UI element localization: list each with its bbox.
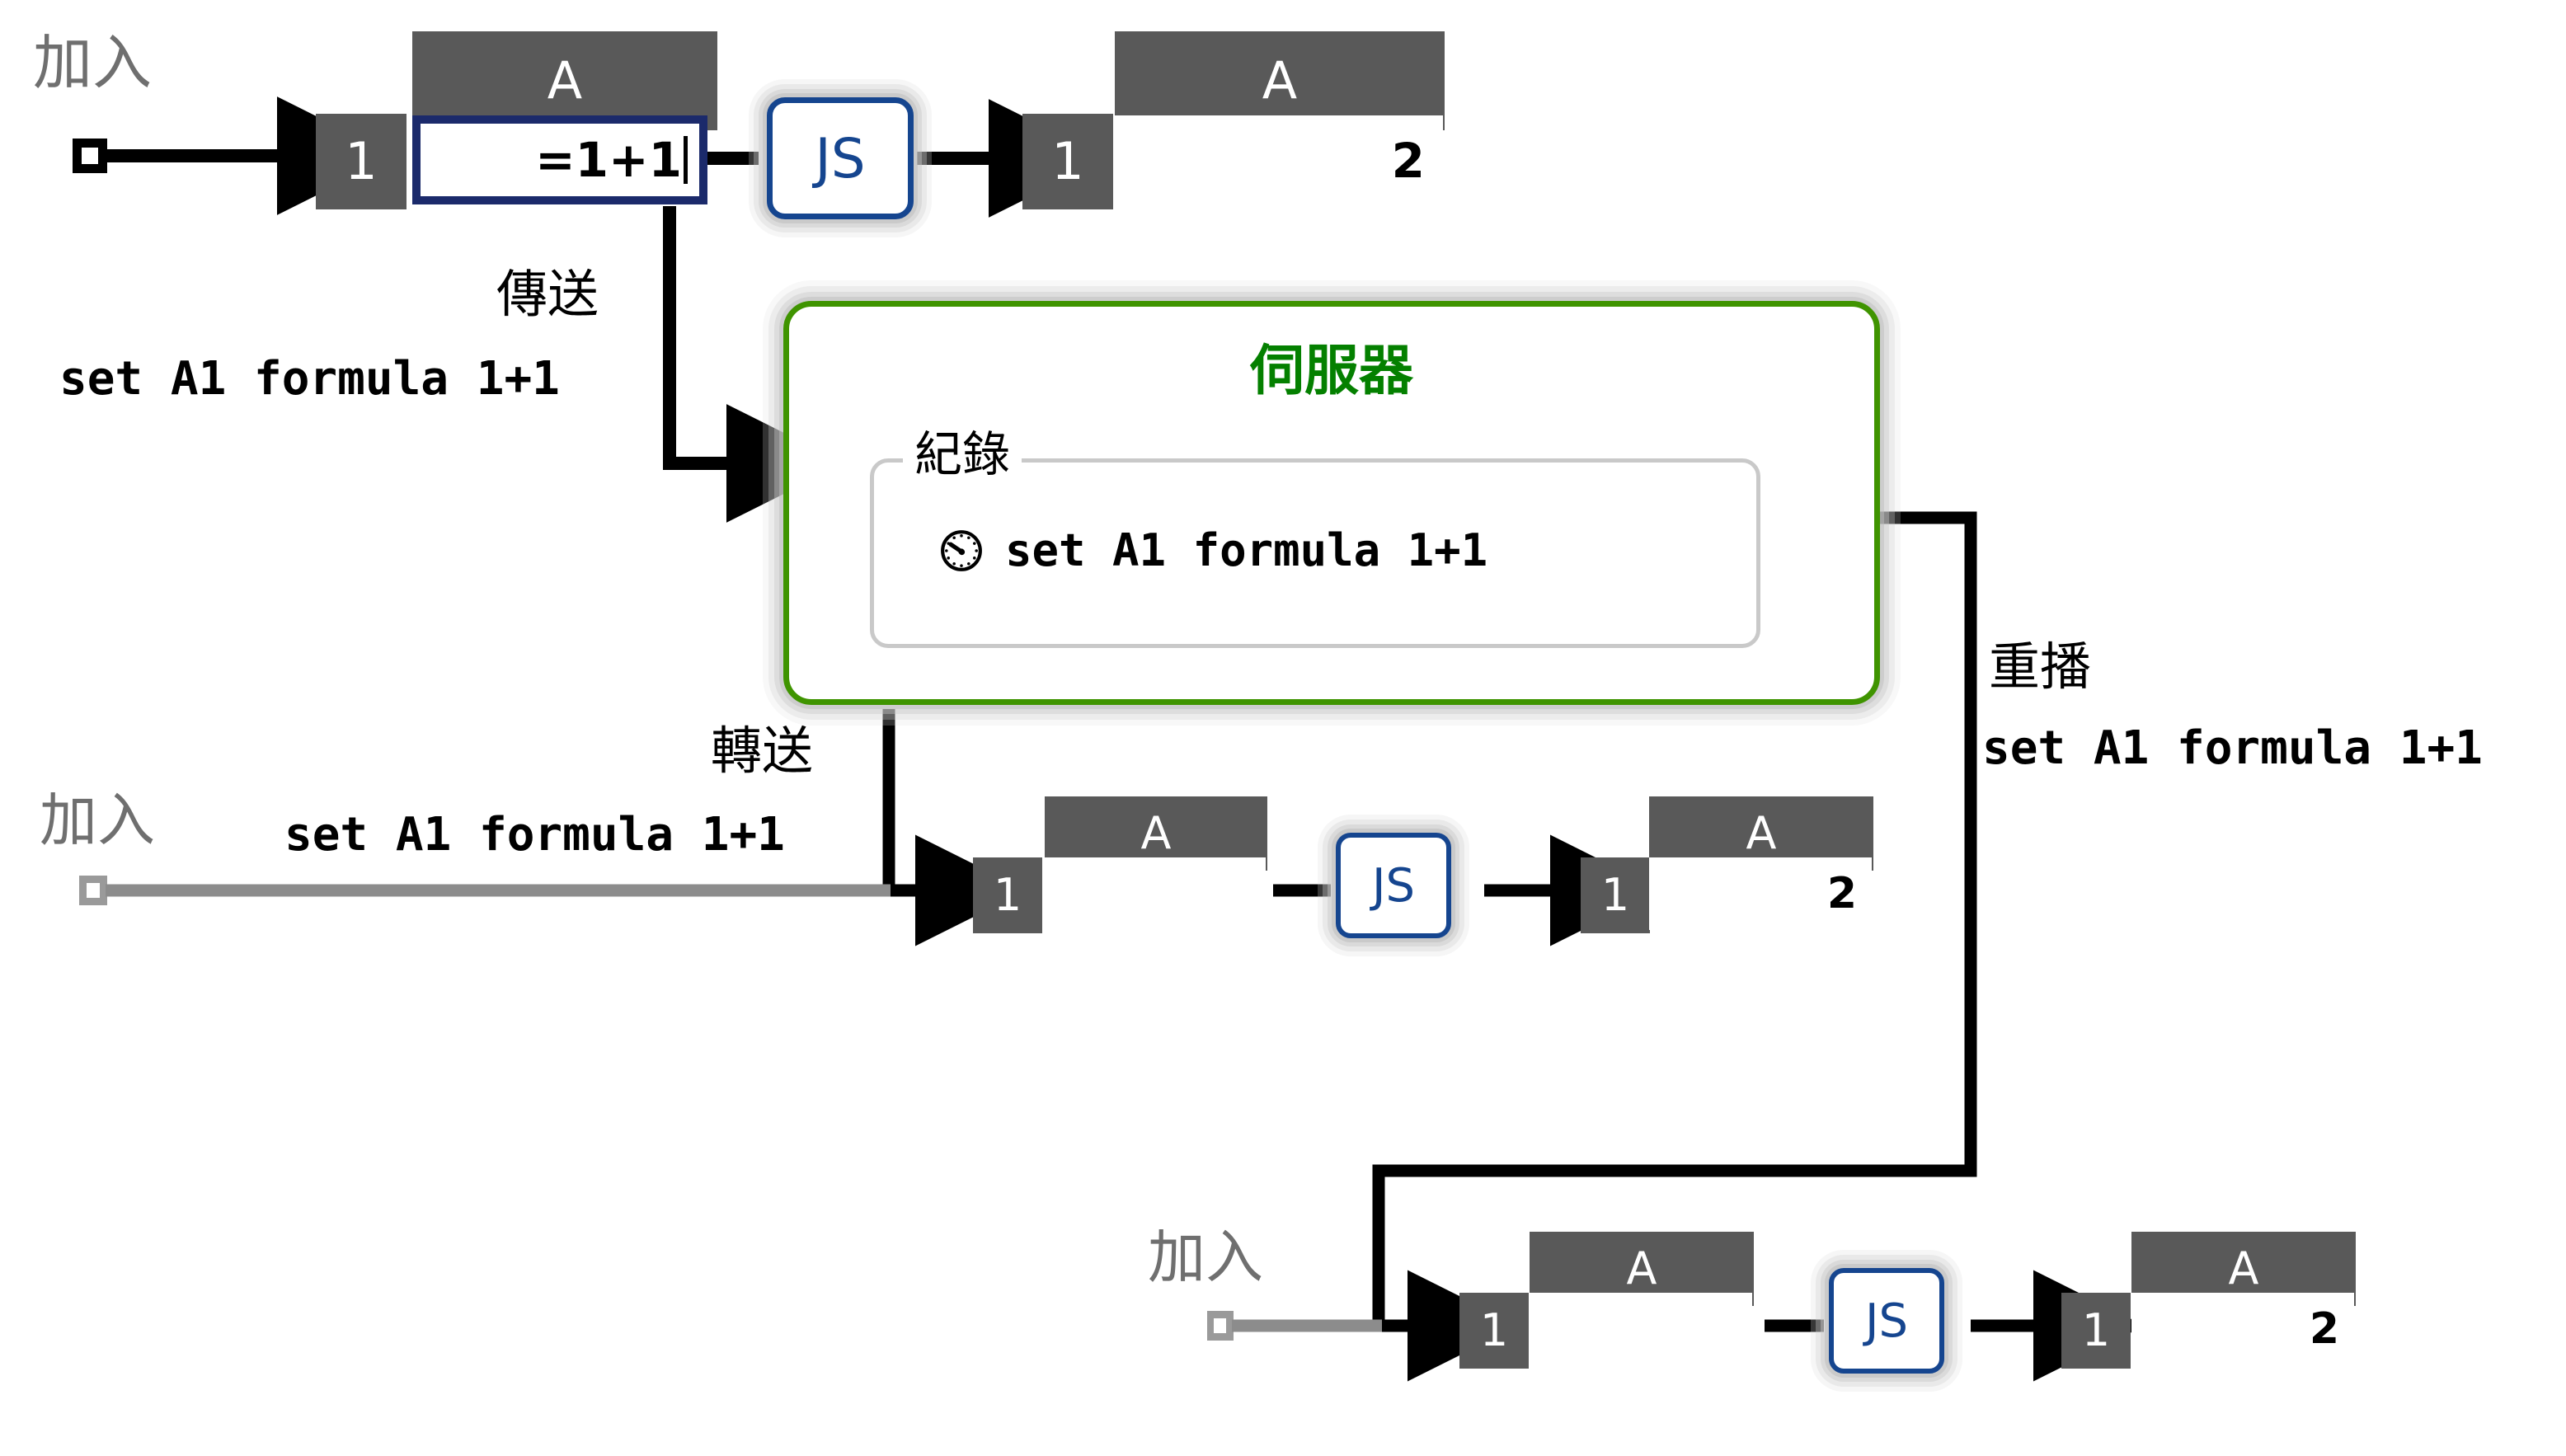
join-label-1: 加入 <box>33 28 153 97</box>
cell-a1-input-2[interactable] <box>1045 857 1266 930</box>
cell-a1-output-1[interactable]: 2 <box>1115 115 1443 206</box>
server-log-entry: set A1 formula 1+1 <box>1005 524 1488 576</box>
row-header-1: 1 <box>1022 114 1113 209</box>
server-log-row: set A1 formula 1+1 <box>939 524 1487 576</box>
join-handle-1 <box>73 139 107 173</box>
cell-value: 2 <box>1391 133 1425 189</box>
column-header-a: A <box>412 31 717 130</box>
replay-label: 重播 <box>1989 636 2092 697</box>
join-handle-3 <box>1207 1311 1234 1341</box>
cell-value: 2 <box>1826 869 1857 918</box>
row-header-1: 1 <box>1459 1293 1529 1369</box>
server-title: 伺服器 <box>1250 339 1413 402</box>
server-log-box <box>870 458 1760 648</box>
send-label: 傳送 <box>496 264 599 324</box>
server-panel: 伺服器 紀錄 <box>783 301 1880 705</box>
row-header-1: 1 <box>973 857 1042 933</box>
row-header-1: 1 <box>2061 1293 2131 1369</box>
join-handle-1-inner <box>82 148 98 164</box>
js-badge-3: JS <box>1829 1268 1944 1374</box>
row-header-1: 1 <box>1581 857 1650 933</box>
send-command-label: set A1 formula 1+1 <box>59 352 560 406</box>
clock-icon <box>939 528 984 573</box>
forward-command-label: set A1 formula 1+1 <box>284 808 785 862</box>
cell-a1-output-2[interactable]: 2 <box>1649 857 1872 930</box>
column-header-a: A <box>1115 31 1445 130</box>
js-badge-label: JS <box>1371 858 1416 913</box>
cell-a1-input-1[interactable]: =1+1 <box>412 115 707 204</box>
js-badge-label: JS <box>1864 1294 1909 1348</box>
forward-label: 轉送 <box>711 721 814 781</box>
join-handle-2 <box>79 876 107 905</box>
row-header-1: 1 <box>316 114 407 209</box>
js-badge-label: JS <box>815 126 866 190</box>
cell-a1-input-3[interactable] <box>1530 1293 1752 1365</box>
text-caret <box>684 136 688 184</box>
cell-a1-output-3[interactable]: 2 <box>2131 1293 2354 1365</box>
wire-send-to-server <box>663 206 845 523</box>
join-handle-2-inner <box>87 883 100 898</box>
cell-value: =1+1 <box>535 132 682 188</box>
wire-forward-to-client2 <box>882 709 1027 946</box>
server-log-legend: 紀錄 <box>903 430 1022 478</box>
join-handle-3-inner <box>1214 1318 1226 1333</box>
join-label-3: 加入 <box>1148 1224 1263 1291</box>
cell-value: 2 <box>2309 1304 2339 1354</box>
js-badge-2: JS <box>1336 833 1451 938</box>
replay-command-label: set A1 formula 1+1 <box>1982 721 2483 775</box>
js-badge-1: JS <box>767 97 914 219</box>
join-label-2: 加入 <box>40 787 155 854</box>
